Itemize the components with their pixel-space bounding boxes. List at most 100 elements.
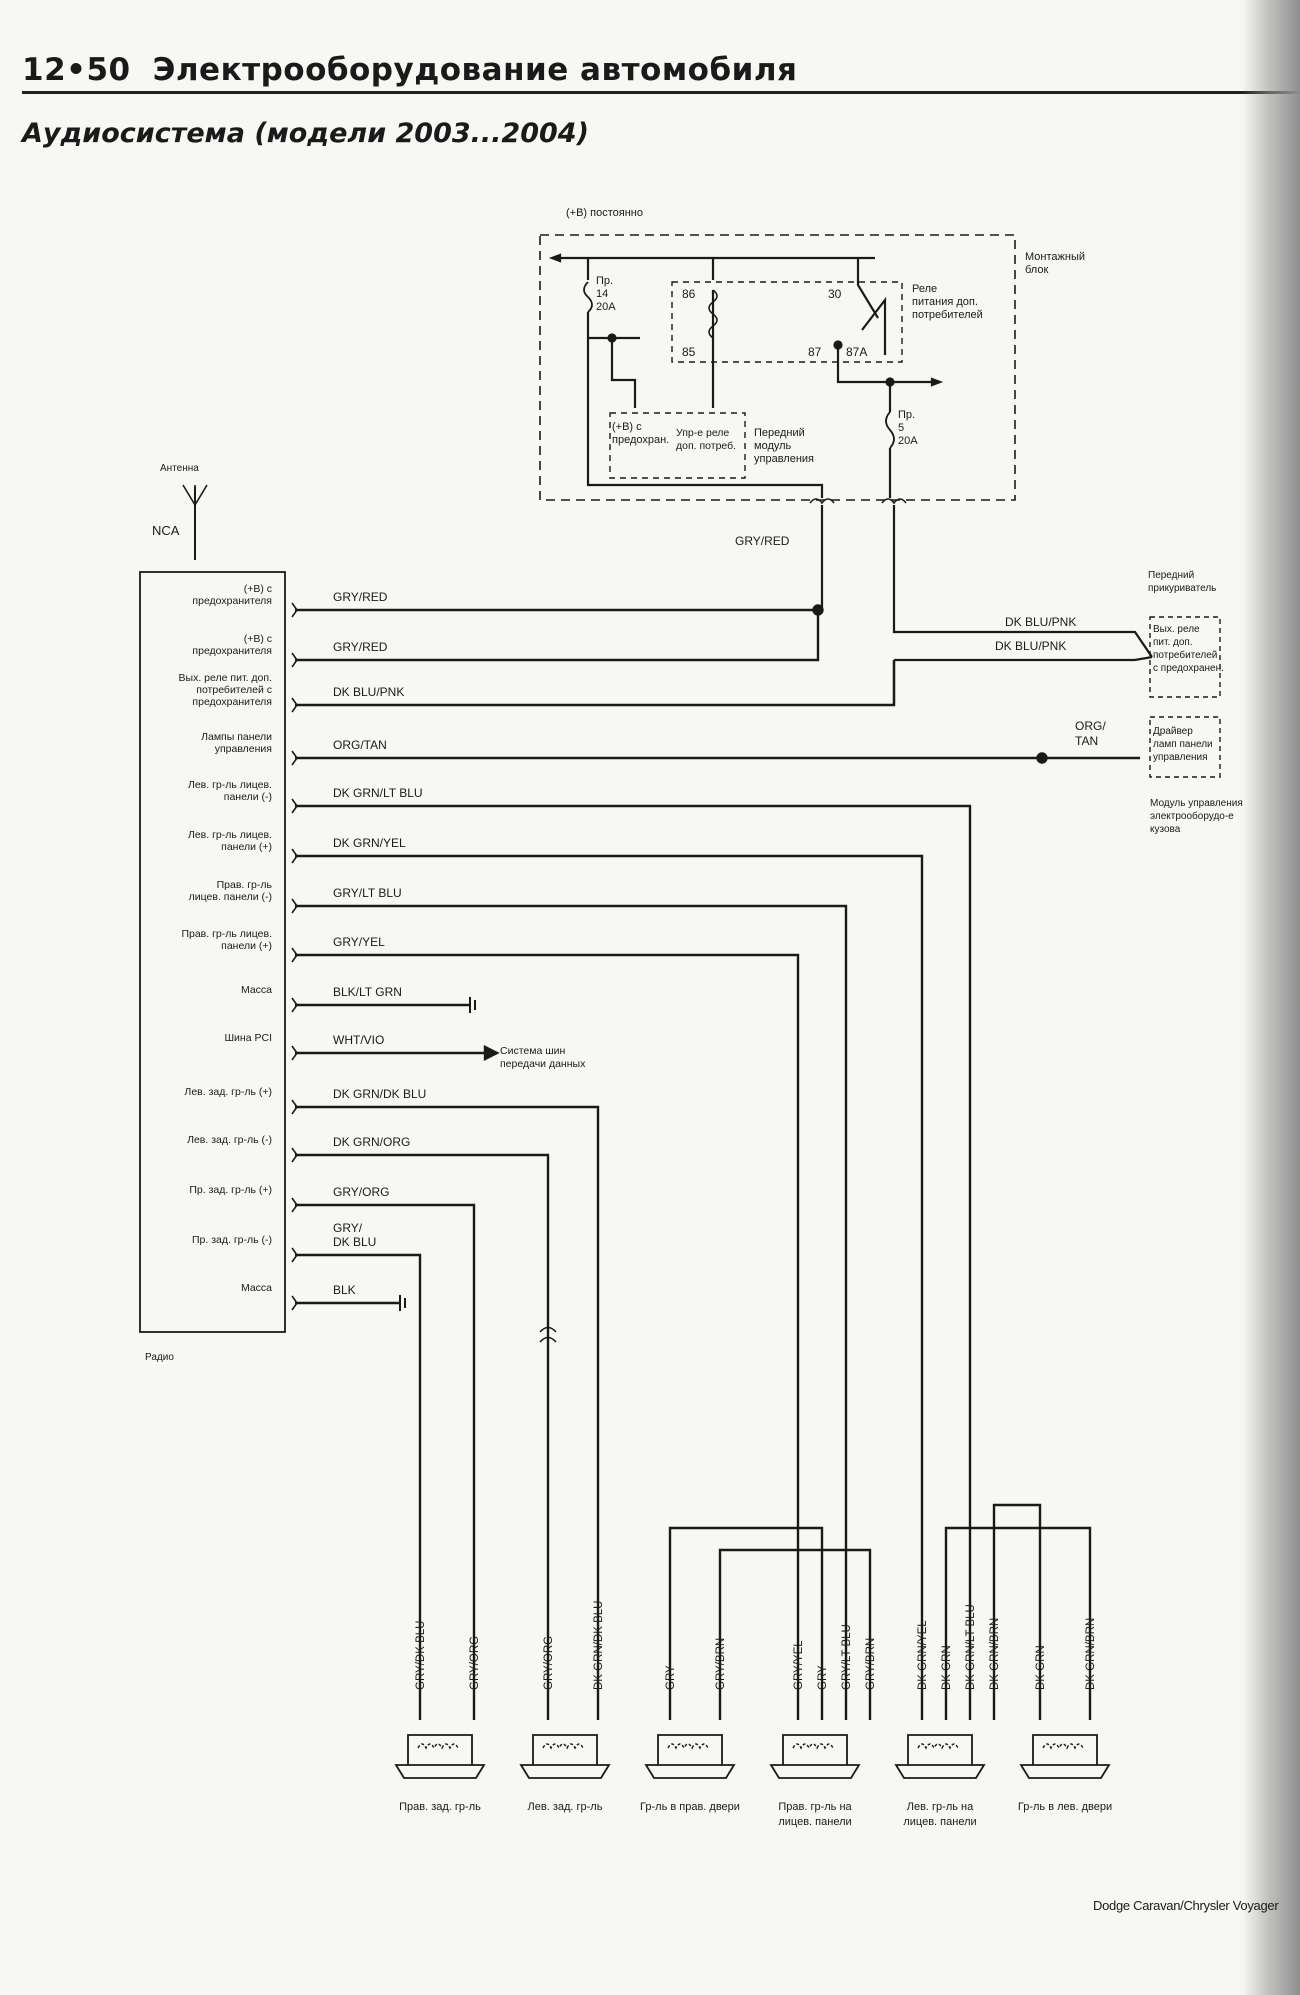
- wire-11: [295, 1105, 600, 1720]
- fuse-block-outline: [539, 234, 1016, 501]
- wire-12: [295, 1153, 550, 1720]
- speaker-coil: [542, 1743, 584, 1750]
- door-speaker-wire: [992, 1503, 1042, 1720]
- radio-pin-label-11: Лев. зад. гр-ль (+): [184, 1086, 272, 1098]
- lamp-driver-box: [1149, 716, 1221, 778]
- radio-wire-7: GRY/LT BLU: [333, 886, 402, 900]
- speaker-body: [644, 1734, 736, 1779]
- wire-14: [295, 1253, 422, 1720]
- inline-connector: [539, 1326, 557, 1343]
- radio-caption: Радио: [145, 1352, 174, 1363]
- radio-wire-9: BLK/LT GRN: [333, 985, 402, 999]
- door-speaker-wire: [944, 1526, 1092, 1720]
- speaker-coil: [417, 1743, 459, 1750]
- ground-symbol: [469, 997, 476, 1013]
- page-header: 12•50 Электрооборудование автомобиля: [22, 52, 797, 88]
- arrow: [548, 253, 944, 387]
- speaker-coil: [792, 1743, 834, 1750]
- relay-outline: [671, 281, 903, 363]
- speaker-coil: [1042, 1743, 1084, 1750]
- speaker-label-6: Гр-ль в лев. двери: [1018, 1801, 1112, 1813]
- relay-87-feed: [836, 345, 940, 498]
- wire-7: [295, 904, 848, 1720]
- arrowhead: [483, 1045, 500, 1061]
- relay-pin-87A: 87A: [846, 345, 867, 359]
- front-module-outline: [609, 412, 746, 479]
- radio-pin-label-12: Лев. зад. гр-ль (-): [187, 1134, 272, 1146]
- radio-wire-13: GRY/ORG: [333, 1185, 389, 1199]
- page-edge-shadow: [1242, 0, 1300, 1995]
- antenna-symbol: [182, 484, 208, 507]
- relay-pin-85: 85: [682, 345, 696, 359]
- trunk-wire-label: GRY/RED: [735, 534, 790, 548]
- radio-pin-label-15: Масса: [241, 1282, 272, 1294]
- wire-2: [295, 608, 820, 662]
- radio-module-box: [139, 571, 286, 1333]
- radio-wire-14: GRY/DK BLU: [333, 1221, 376, 1249]
- fuse14-symbol: [583, 281, 593, 313]
- footer-model: Dodge Caravan/Chrysler Voyager: [1093, 1898, 1279, 1913]
- radio-pin-label-5: Лев. гр-ль лицев.панели (-): [188, 779, 272, 803]
- fuse-block-connector: [881, 498, 907, 505]
- speaker-label-3: Гр-ль в прав. двери: [640, 1801, 740, 1813]
- radio-wire-6: DK GRN/YEL: [333, 836, 406, 850]
- radio-wire-4: ORG/TAN: [333, 738, 387, 752]
- section-title: Аудиосистема (модели 2003...2004): [22, 118, 589, 149]
- lamp-driver-wire: ORG/TAN: [1075, 719, 1106, 748]
- speaker-body: [769, 1734, 861, 1779]
- splice: [1036, 752, 1048, 764]
- antenna-label: Антенна: [160, 463, 199, 474]
- door-speaker-wire: [718, 1548, 872, 1720]
- radio-pin-label-14: Пр. зад. гр-ль (-): [192, 1234, 272, 1246]
- power-label: (+В) постоянно: [566, 207, 643, 219]
- relay-coil: [708, 289, 718, 339]
- relay-pin-30: 30: [828, 287, 842, 301]
- radio-wire-2: GRY/RED: [333, 640, 388, 654]
- wire-6: [295, 854, 924, 1720]
- speaker-body: [519, 1734, 611, 1779]
- wire-3: [295, 660, 896, 707]
- speaker-coil: [667, 1743, 709, 1750]
- radio-wire-8: GRY/YEL: [333, 935, 385, 949]
- speaker-label-1: Прав. зад. гр-ль: [399, 1801, 481, 1813]
- radio-wire-5: DK GRN/LT BLU: [333, 786, 423, 800]
- relay-pin-86: 86: [682, 287, 696, 301]
- page-number: 12•50: [22, 52, 131, 88]
- splice: [833, 340, 843, 350]
- splice: [607, 333, 617, 343]
- fuse-block-connector: [809, 498, 835, 505]
- chapter-title: Электрооборудование автомобиля: [152, 52, 798, 88]
- radio-wire-3: DK BLU/PNK: [333, 685, 404, 699]
- fuse5-symbol: [885, 411, 895, 449]
- radio-pin-label-13: Пр. зад. гр-ль (+): [189, 1184, 272, 1196]
- antenna-code: NCA: [152, 523, 180, 538]
- ground-symbol: [399, 1295, 406, 1311]
- radio-wire-1: GRY/RED: [333, 590, 388, 604]
- door-speaker-wire: [668, 1526, 824, 1720]
- wire-13: [295, 1203, 476, 1720]
- radio-wire-10: WHT/VIO: [333, 1033, 384, 1047]
- trunk-dk-blu-pnk: [892, 505, 1153, 658]
- radio-pin-label-8: Прав. гр-ль лицев.панели (+): [181, 928, 272, 952]
- speaker-body: [394, 1734, 486, 1779]
- speaker-body: [894, 1734, 986, 1779]
- wire-5: [295, 804, 972, 1512]
- splice: [885, 377, 895, 387]
- radio-pin-label-10: Шина PCI: [224, 1032, 272, 1044]
